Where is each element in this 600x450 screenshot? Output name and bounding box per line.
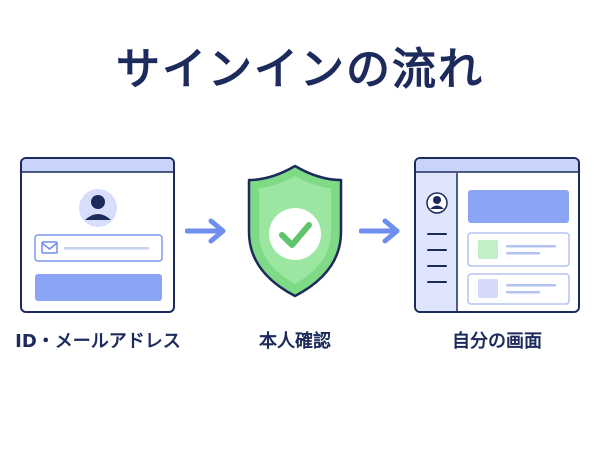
step-label-verify: 本人確認: [259, 331, 331, 352]
login-form-icon: [22, 159, 173, 301]
dashboard-panel: [414, 157, 580, 313]
content-card: [467, 232, 570, 267]
arrow-right-icon: [185, 218, 226, 244]
email-field: [34, 234, 163, 262]
sign-in-button: [35, 274, 162, 301]
step-label-dashboard: 自分の画面: [452, 331, 542, 352]
page-title: サインインの流れ: [116, 44, 484, 95]
avatar-icon: [79, 189, 117, 227]
dashboard-icon: [416, 159, 578, 311]
login-form-panel: [20, 157, 175, 313]
step-label-id: ID・メールアドレス: [15, 331, 181, 352]
header-banner: [468, 190, 569, 223]
content-card: [467, 273, 570, 305]
arrow-right-icon: [359, 218, 400, 244]
shield-check-icon: [247, 164, 343, 298]
